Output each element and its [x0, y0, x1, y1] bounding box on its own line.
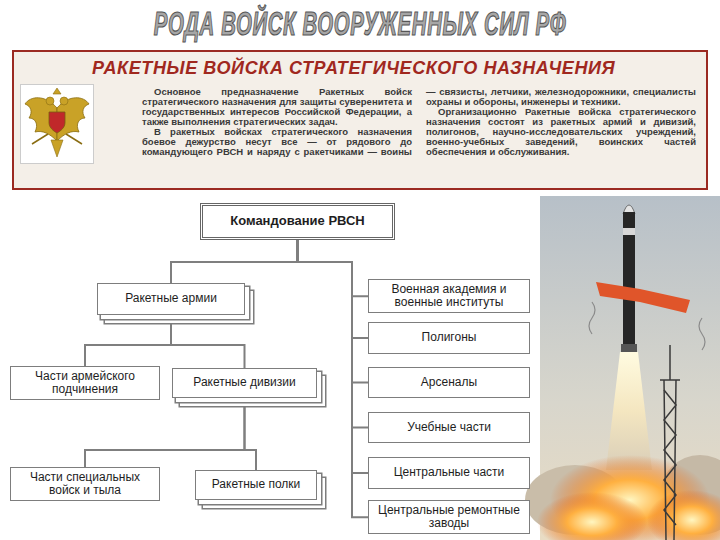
org-box: Центральные ремонтные заводы: [368, 500, 530, 534]
box-label: Военная академия и военные институты: [375, 283, 523, 309]
stacked-box: Ракетные дивизии: [172, 368, 317, 398]
eagle-head: [46, 97, 54, 105]
box-label: Учебные части: [407, 421, 491, 434]
org-box: Военная академия и военные институты: [368, 279, 530, 313]
connector-line: [298, 240, 369, 338]
eagle-tail: [51, 140, 63, 157]
org-box: Центральные части: [368, 457, 530, 489]
connector-line: [298, 240, 369, 473]
tower-mast: [660, 345, 680, 380]
box-label: Командование РВСН: [230, 214, 365, 228]
rocket-band: [623, 228, 635, 235]
box-label: Ракетные дивизии: [193, 376, 295, 389]
debris-trail: [699, 318, 705, 350]
eagle-shield: [49, 112, 65, 133]
exhaust-plume: [606, 352, 652, 470]
stacked-box: Ракетные полки: [195, 470, 317, 500]
emblem-ground: [21, 85, 94, 164]
connector-line: [85, 315, 171, 366]
panel-heading: РАКЕТНЫЕ ВОЙСКА СТРАТЕГИЧЕСКОГО НАЗНАЧЕН…: [92, 58, 696, 79]
box-label: Части армейского подчинения: [17, 370, 153, 396]
box-label: Центральные части: [394, 466, 505, 479]
box-label: Ракетные армии: [125, 292, 217, 305]
box-label: Ракетные полки: [212, 478, 301, 491]
org-box: Арсеналы: [368, 367, 530, 398]
rocket-body: [623, 212, 635, 350]
emblem-icon: [20, 84, 94, 164]
eagle-head: [60, 97, 68, 105]
launch-tower: [660, 345, 680, 540]
launch-fire: [647, 490, 720, 540]
tower-lattice: [664, 390, 676, 525]
org-box: Полигоны: [368, 322, 530, 354]
box-label: Полигоны: [422, 331, 477, 344]
debris-trail: [589, 302, 595, 334]
connector-line: [171, 240, 298, 283]
org-box: Учебные части: [368, 412, 530, 443]
panel-body: Основное предназначение Ракетных войск с…: [142, 87, 696, 157]
box-label: Центральные ремонтные заводы: [375, 504, 523, 530]
launch-fire: [537, 492, 647, 540]
rocket-nozzle: [621, 344, 637, 352]
org-box: Части армейского подчинения: [10, 366, 160, 400]
connector-line: [298, 240, 369, 296]
box-label: Арсеналы: [421, 376, 477, 389]
rocket-shroud: [596, 282, 690, 313]
command-box: Командование РВСН: [200, 203, 395, 240]
eagle-crown: [53, 88, 61, 94]
connector-line: [298, 240, 369, 428]
stacked-box: Ракетные армии: [97, 283, 245, 315]
body-paragraph: Организационно Ракетные войска стратегич…: [426, 107, 696, 157]
info-panel: РАКЕТНЫЕ ВОЙСКА СТРАТЕГИЧЕСКОГО НАЗНАЧЕН…: [12, 50, 708, 190]
connector-line: [245, 398, 257, 470]
connector-line: [85, 398, 245, 467]
box-label: Части специальных войск и тыла: [17, 471, 153, 497]
connector-line: [171, 315, 245, 368]
tower-leg: [664, 380, 676, 540]
body-paragraph: Основное предназначение Ракетных войск с…: [142, 87, 412, 127]
org-box: Части специальных войск и тыла: [10, 467, 160, 501]
page-title: РОДА ВОЙСК ВООРУЖЕННЫХ СИЛ РФ: [144, 0, 576, 46]
eagle-claws: [32, 134, 82, 144]
